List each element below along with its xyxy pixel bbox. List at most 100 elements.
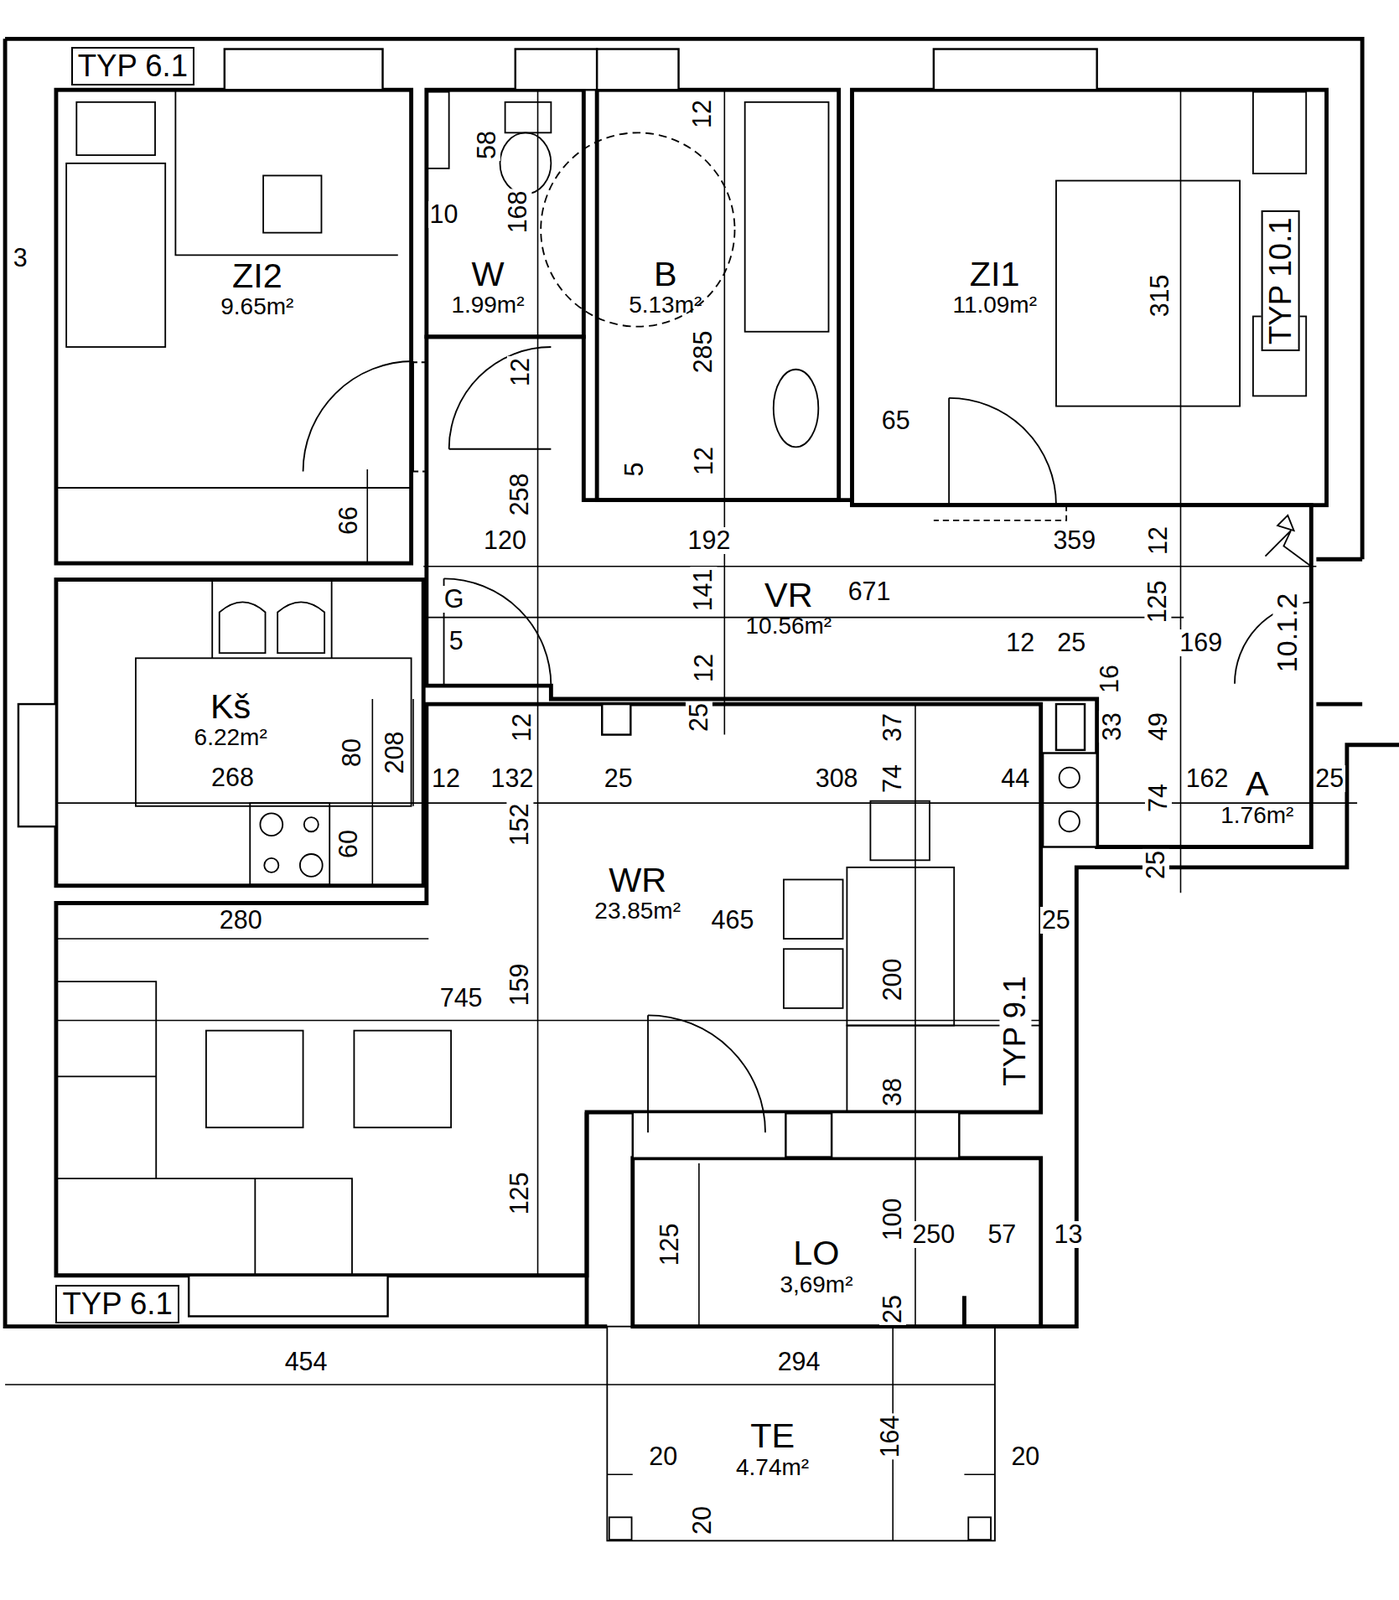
sink xyxy=(212,580,332,659)
dimension-value: 5 xyxy=(621,461,648,479)
chair xyxy=(783,879,844,939)
window xyxy=(224,49,384,91)
room-name: TE xyxy=(735,1418,809,1455)
room-area: 1.99m² xyxy=(450,292,524,317)
sofa xyxy=(56,981,353,1276)
post xyxy=(609,1517,633,1540)
room-area: 9.65m² xyxy=(220,294,294,319)
dimension-value: 671 xyxy=(846,578,893,606)
room-outline xyxy=(596,89,840,500)
door-swing xyxy=(303,347,1312,1133)
type-tag: TYP 10.1 xyxy=(1260,210,1300,352)
dimension-value: 37 xyxy=(879,711,907,744)
desk xyxy=(263,175,322,233)
room-name: VR xyxy=(746,577,833,614)
plan-note: G xyxy=(442,585,467,613)
dimension-value: 258 xyxy=(507,471,534,519)
dimension-value: 294 xyxy=(776,1348,823,1376)
exterior-wall xyxy=(5,38,1399,1327)
boiler xyxy=(1059,767,1080,788)
dimension-value: 125 xyxy=(657,1222,684,1269)
room-label: A1.76m² xyxy=(1220,766,1294,828)
room-outline xyxy=(632,1158,1042,1327)
door-leaf xyxy=(413,361,949,1133)
room-outline xyxy=(426,89,584,337)
dimension-value: 25 xyxy=(1142,849,1170,881)
dimension-value: 58 xyxy=(473,129,501,161)
room-label: W1.99m² xyxy=(450,256,524,318)
room-label: ZI111.09m² xyxy=(952,256,1037,318)
tag-text: TYP 6.1 xyxy=(62,1288,172,1321)
dimension-value: 125 xyxy=(1145,579,1172,626)
dimension-value: 20 xyxy=(688,1504,716,1537)
dimension-value: 454 xyxy=(283,1348,330,1376)
dining-table xyxy=(846,867,954,1026)
dimension-value: 280 xyxy=(217,906,265,934)
entry-arrow xyxy=(1265,515,1312,567)
dimension-value: 285 xyxy=(690,329,718,376)
doors xyxy=(303,336,1312,1134)
window xyxy=(831,1112,959,1159)
dimension-value: 125 xyxy=(507,1171,534,1218)
dimension-value: 12 xyxy=(508,711,536,744)
burner xyxy=(304,817,319,832)
dimension-value: 74 xyxy=(879,762,907,795)
shaft xyxy=(426,92,450,169)
windows xyxy=(18,49,1098,1317)
dimension-value: 100 xyxy=(879,1196,907,1243)
column xyxy=(1042,753,1098,848)
room-outline xyxy=(426,336,1311,848)
terrace xyxy=(606,1326,995,1542)
post xyxy=(968,1517,991,1540)
room-area: 10.56m² xyxy=(746,613,833,638)
dimension-value: 80 xyxy=(338,736,366,769)
dimension-value: 169 xyxy=(1177,629,1224,657)
dimension-value: 25 xyxy=(602,765,635,793)
column xyxy=(601,704,631,736)
room-label: ZI29.65m² xyxy=(220,258,294,320)
dimension-value: 66 xyxy=(335,504,363,537)
toilet xyxy=(500,132,552,194)
type-tag: TYP 6.1 xyxy=(55,1285,179,1324)
pillow xyxy=(76,102,156,156)
stove xyxy=(249,803,330,885)
room-outline xyxy=(56,580,424,887)
room-outline xyxy=(56,89,412,564)
dimension-value: 12 xyxy=(688,98,716,130)
window xyxy=(933,49,1098,91)
room-label: B5.13m² xyxy=(628,256,702,318)
room-label: LO3,69m² xyxy=(779,1235,853,1297)
room-area: 5.13m² xyxy=(628,292,702,317)
room-area: 23.85m² xyxy=(594,898,681,923)
dimension-value: 65 xyxy=(880,407,912,435)
room-name: W xyxy=(450,256,524,293)
room-area: 4.74m² xyxy=(735,1455,809,1480)
tag-text: TYP 10.1 xyxy=(1264,217,1296,345)
burner xyxy=(264,858,279,873)
washbasin xyxy=(773,369,819,448)
dimension-value: 10 xyxy=(428,201,461,228)
dimension-value: 13 xyxy=(1052,1221,1085,1249)
door-opening xyxy=(411,336,1068,1113)
dimension-value: 168 xyxy=(504,189,532,236)
room-label: Kš6.22m² xyxy=(194,689,268,751)
room-area: 6.22m² xyxy=(194,725,268,750)
dimension-value: 12 xyxy=(507,356,534,389)
dimension-value: 359 xyxy=(1051,527,1098,555)
dimension-value: 12 xyxy=(1004,629,1037,657)
dimension-value: 12 xyxy=(1145,524,1172,557)
dimension-value: 25 xyxy=(1055,629,1088,657)
furniture xyxy=(56,89,1311,1541)
dimension-value: 250 xyxy=(910,1221,957,1249)
tag-text: TYP 6.1 xyxy=(77,50,188,83)
window xyxy=(18,704,57,827)
boiler xyxy=(1059,811,1080,832)
dimension-value: 12 xyxy=(430,765,462,793)
room-name: ZI1 xyxy=(952,256,1037,293)
dimension-value: 20 xyxy=(647,1443,679,1471)
nightstand xyxy=(1253,92,1306,174)
dimension-value: 159 xyxy=(507,961,534,1008)
turning-circle xyxy=(540,132,735,327)
